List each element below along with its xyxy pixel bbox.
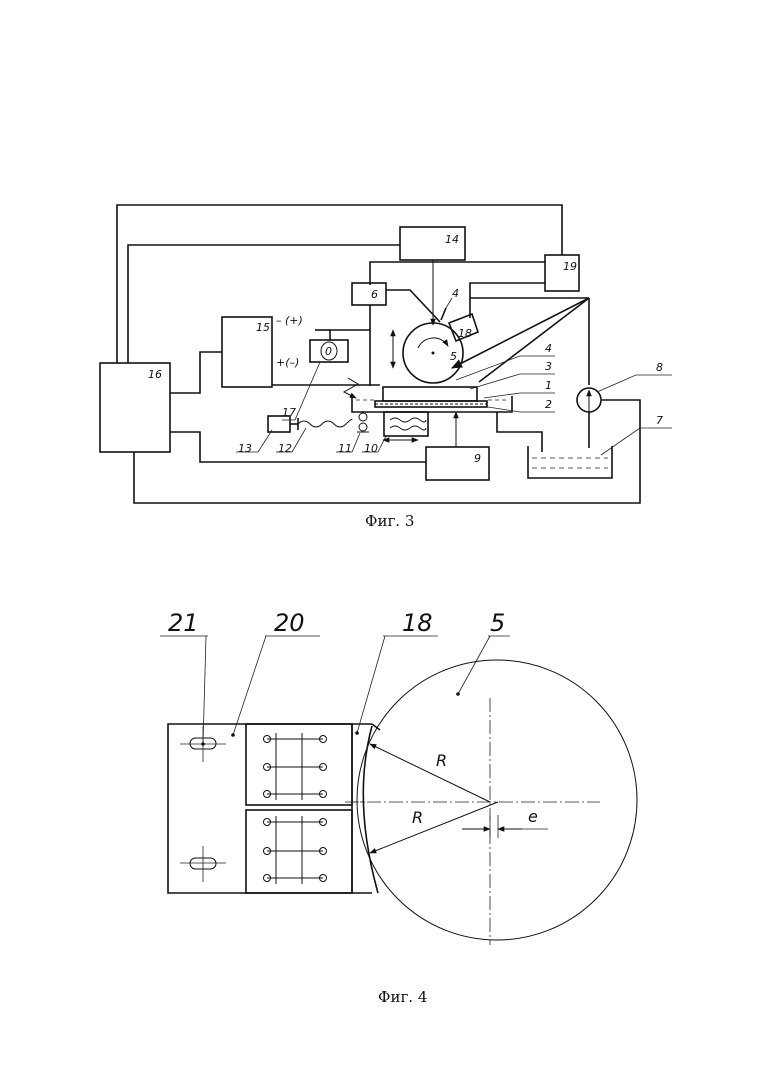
svg-text:4: 4 [452, 287, 459, 300]
svg-text:10: 10 [364, 442, 378, 455]
grinding-wheel-5: 5 [403, 323, 463, 383]
block-16: 16 [100, 363, 170, 452]
svg-text:15: 15 [256, 321, 270, 334]
block-14: 14 [400, 227, 465, 260]
svg-text:1: 1 [545, 379, 552, 392]
svg-text:18: 18 [402, 609, 433, 637]
holder-18: 18 4 [441, 287, 478, 341]
svg-text:3: 3 [545, 360, 552, 373]
figure-3-schematic: 16 14 19 6 15 – (+) +(–) 0 17 [100, 205, 672, 530]
pump-8: 8 [577, 361, 672, 412]
svg-text:19: 19 [563, 260, 577, 273]
svg-text:2: 2 [545, 398, 552, 411]
svg-text:14: 14 [445, 233, 459, 246]
eccentricity-dimension: e [462, 807, 548, 829]
svg-text:5: 5 [490, 609, 505, 637]
svg-text:17: 17 [282, 406, 296, 419]
svg-text:16: 16 [148, 368, 162, 381]
vibrator-10: 10 [362, 412, 428, 455]
svg-text:+(–): +(–) [276, 356, 299, 369]
leader-5: 5 [458, 609, 510, 694]
svg-text:R: R [412, 808, 423, 827]
svg-text:11: 11 [338, 442, 352, 455]
clamp-block-bottom [246, 810, 352, 893]
clamp-block-top [246, 724, 352, 805]
svg-text:R: R [436, 751, 447, 770]
svg-text:5: 5 [450, 350, 457, 363]
svg-text:8: 8 [656, 361, 663, 374]
leader-18: 18 [357, 609, 438, 733]
svg-text:6: 6 [371, 288, 378, 301]
figure-4-caption: Фиг. 4 [378, 988, 427, 1006]
leader-20: 20 [233, 609, 320, 735]
svg-text:e: e [528, 807, 538, 826]
radius-dimension-lower: R [370, 802, 498, 853]
svg-text:7: 7 [656, 414, 663, 427]
svg-text:– (+): – (+) [276, 314, 303, 327]
svg-text:18: 18 [458, 327, 472, 340]
figure-3-caption: Фиг. 3 [365, 512, 414, 530]
tank-7: 7 [528, 414, 672, 478]
block-6: 6 [352, 283, 386, 305]
block-19: 19 [545, 255, 579, 291]
wheel-5-circle [345, 660, 637, 945]
svg-text:4: 4 [545, 342, 552, 355]
svg-text:21: 21 [168, 609, 199, 637]
figure-4-drawing: 21 20 18 5 [160, 609, 637, 1006]
transducer-13: 13 12 [236, 416, 352, 455]
gauge-17: 0 17 [282, 340, 348, 420]
svg-text:9: 9 [474, 452, 481, 465]
block-9: 9 [426, 447, 489, 480]
base-plate-20 [168, 724, 380, 893]
svg-text:12: 12 [278, 442, 292, 455]
svg-text:13: 13 [238, 442, 252, 455]
svg-text:0: 0 [325, 345, 332, 358]
radius-dimension-upper: R [370, 744, 490, 802]
block-15: 15 – (+) +(–) [222, 314, 303, 387]
svg-text:20: 20 [274, 609, 305, 637]
